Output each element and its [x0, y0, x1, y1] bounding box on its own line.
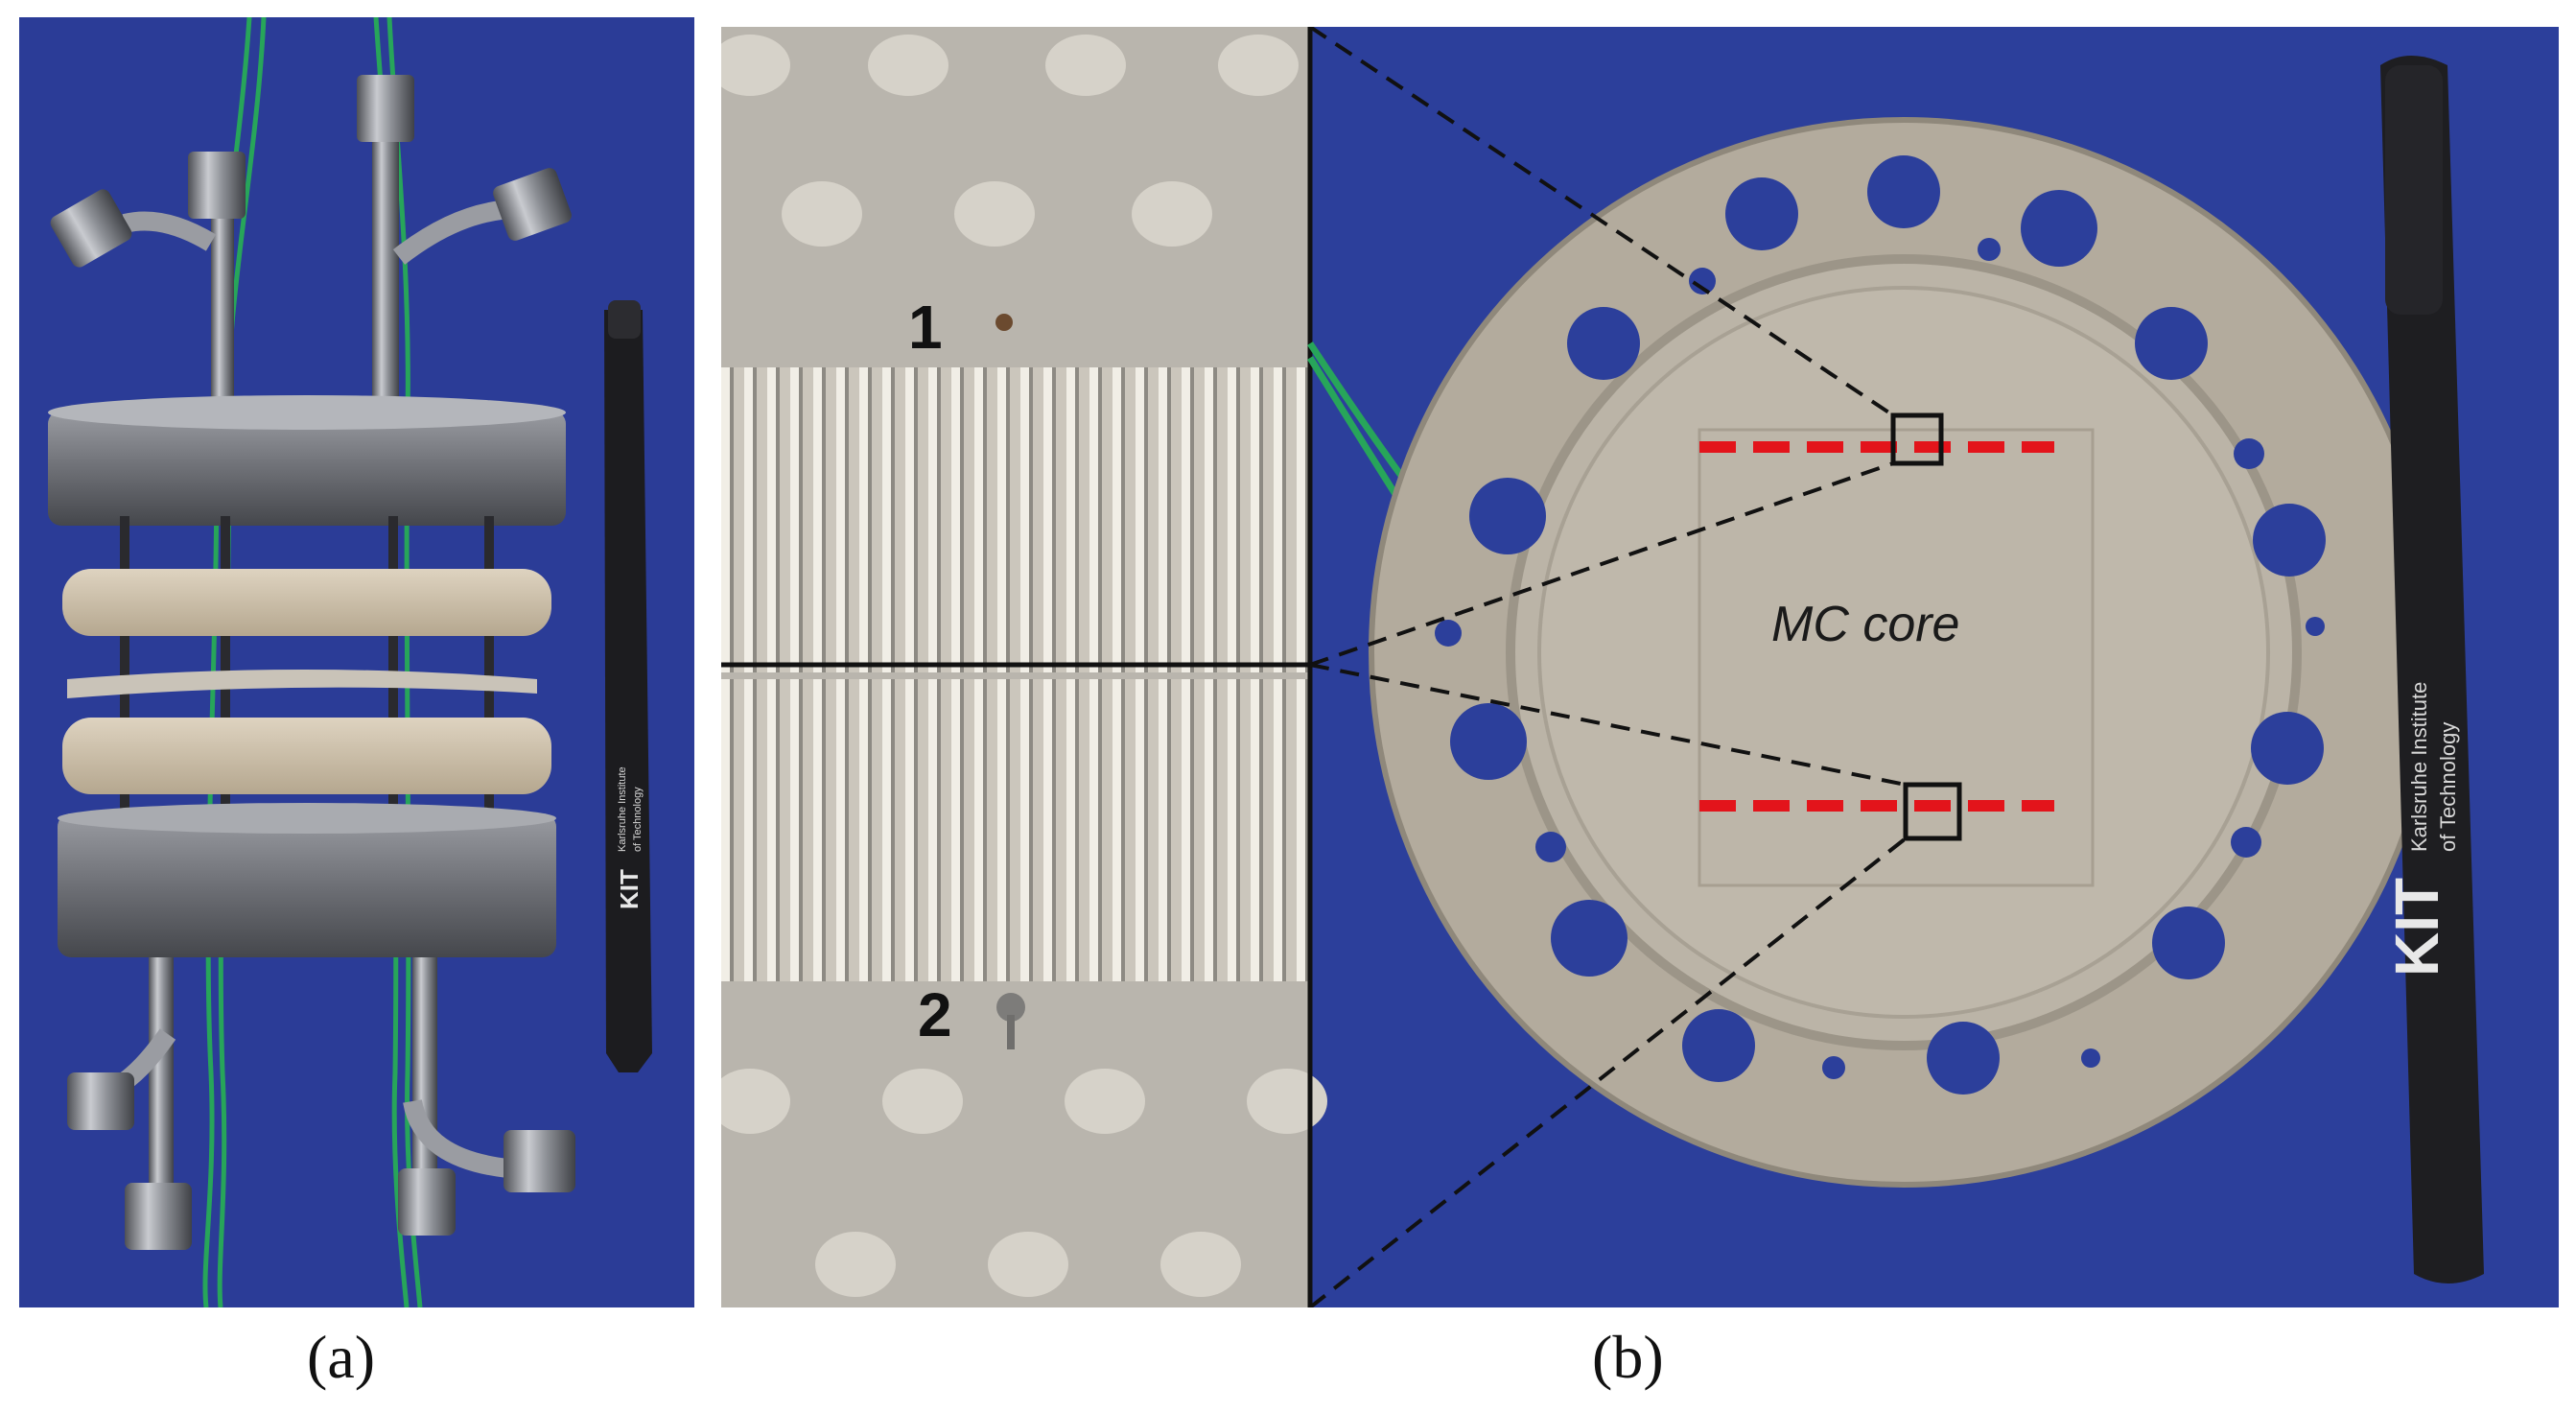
- reference-pen-b: KIT Karlsruhe Institute of Technology: [2380, 56, 2484, 1283]
- zoom-label-2: 2: [918, 980, 952, 1049]
- zoom-box-2: [1903, 782, 1962, 841]
- photo-panel-a: KIT Karlsruhe Institute of Technology: [19, 17, 694, 1307]
- zoom-label-1: 1: [908, 293, 943, 362]
- pen-brand-b: KIT: [2382, 878, 2451, 977]
- hole-marker-1: [995, 314, 1013, 331]
- top-flange: [48, 395, 566, 526]
- pen-text-b2: of Technology: [2436, 722, 2460, 852]
- pen-text-b1: Karlsruhe Institute: [2407, 682, 2431, 852]
- channels-bottom: [721, 679, 1310, 981]
- mc-core-area: [1698, 428, 2095, 887]
- plate-holes: [1435, 155, 2326, 1095]
- top-tubes: [50, 75, 572, 420]
- microchannel-plate-illustration: 1 2: [721, 27, 2484, 1307]
- reference-pen: KIT Karlsruhe Institute of Technology: [604, 300, 652, 1072]
- ceramic-plates: [62, 569, 551, 794]
- reactor-assembly-illustration: KIT Karlsruhe Institute of Technology: [48, 17, 652, 1307]
- zoom-guide-lines: [1308, 27, 1908, 1307]
- channels-top: [721, 367, 1310, 672]
- pen-text-a2: of Technology: [632, 787, 644, 852]
- caption-a: (a): [307, 1323, 376, 1391]
- bottom-flange: [58, 803, 556, 957]
- caption-b: (b): [1592, 1323, 1664, 1391]
- photo-panel-b: 1 2: [721, 27, 2559, 1307]
- hole-marker-2: [996, 993, 1025, 1022]
- pen-brand-a: KIT: [615, 869, 644, 909]
- mc-core-label: MC core: [1771, 597, 1959, 652]
- pen-text-a1: Karlsruhe Institute: [617, 766, 628, 852]
- zoom-box-1: [1890, 412, 1944, 466]
- bottom-tubes: [67, 957, 575, 1250]
